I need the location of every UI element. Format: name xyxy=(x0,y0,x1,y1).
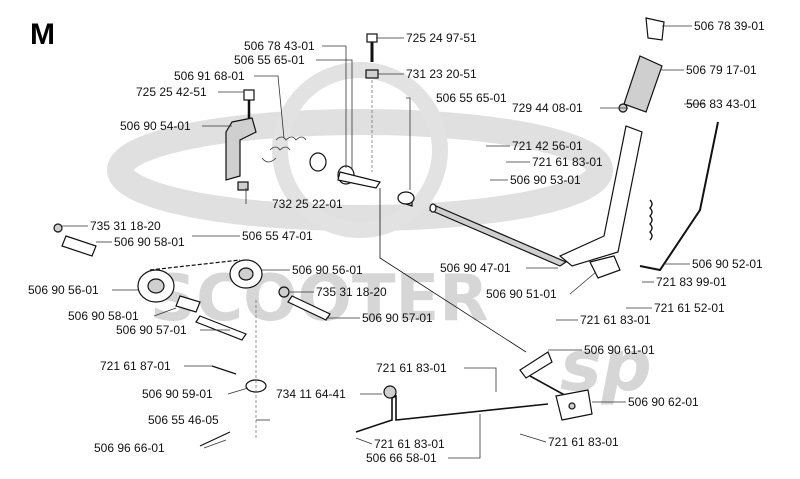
cross-shaft-end xyxy=(429,203,437,213)
part-label-p17: 735 31 18-20 xyxy=(90,219,161,233)
leader-p34 xyxy=(227,387,249,395)
leader-p35 xyxy=(464,367,497,392)
part-label-p15: 721 61 83-01 xyxy=(532,155,603,169)
part-label-p08: 506 55 65-01 xyxy=(436,91,507,105)
part-label-p28: 506 90 51-01 xyxy=(486,287,557,301)
part-label-p20: 506 90 56-01 xyxy=(28,283,99,297)
part-label-p29: 721 83 99-01 xyxy=(656,275,727,289)
part-label-p23: 506 90 58-01 xyxy=(68,309,139,323)
part-label-p35: 506 90 59-01 xyxy=(142,387,213,401)
handle-knob xyxy=(645,17,665,41)
part-label-p33: 721 61 87-01 xyxy=(100,359,171,373)
top-bolt-head xyxy=(366,33,378,43)
part-label-p04: 506 55 65-01 xyxy=(234,53,305,67)
lever-arm xyxy=(337,171,381,189)
part-label-p06: 725 25 42-51 xyxy=(136,85,207,99)
washer xyxy=(383,385,397,399)
part-label-p19: 506 55 47-01 xyxy=(242,229,313,243)
part-label-p22: 735 31 18-20 xyxy=(316,285,387,299)
handle-grip xyxy=(623,55,663,113)
part-labels: 725 24 97-51 731 23 20-51 506 78 43-01 5… xyxy=(28,19,765,465)
part-label-p31: 721 61 83-01 xyxy=(580,313,651,327)
pin-long xyxy=(195,315,247,341)
part-label-p38: 506 90 62-01 xyxy=(628,395,699,409)
section-letter: M xyxy=(30,18,55,51)
part-label-p07: 506 90 54-01 xyxy=(120,119,191,133)
torsion-spring xyxy=(269,136,307,151)
drive-line xyxy=(379,188,527,353)
part-label-p37: 506 55 46-05 xyxy=(148,413,219,427)
part-label-p14: 721 42 56-01 xyxy=(512,139,583,153)
part-label-p13: 506 83 43-01 xyxy=(686,97,757,111)
part-label-p42: 506 66 58-01 xyxy=(366,451,437,465)
watermark: SCOOTER sp xyxy=(107,62,652,407)
leader-p41 xyxy=(519,433,547,443)
nut-right xyxy=(278,286,290,298)
pulley-left-hub xyxy=(147,278,165,294)
part-label-p03: 506 78 43-01 xyxy=(244,39,315,53)
spring-hook xyxy=(261,157,277,163)
clip-pin xyxy=(199,431,231,447)
leader-p23 xyxy=(153,307,177,317)
leader-p40 xyxy=(355,437,373,445)
leader-p28 xyxy=(569,271,597,295)
leader-lines xyxy=(62,25,704,459)
watermark-wing xyxy=(107,109,613,231)
part-label-p09: 732 25 22-01 xyxy=(272,197,343,211)
leader-p39 xyxy=(203,439,227,449)
leader-p04 xyxy=(316,59,353,170)
cotter-pin xyxy=(211,365,237,375)
main-lever xyxy=(558,125,643,267)
part-label-p16: 506 90 53-01 xyxy=(510,173,581,187)
pedal-hole xyxy=(568,402,576,410)
belt xyxy=(149,259,241,271)
bushing-left xyxy=(309,152,327,172)
part-label-p36: 734 11 64-41 xyxy=(276,387,346,401)
part-label-p10: 506 78 39-01 xyxy=(694,19,765,33)
nut-left xyxy=(53,223,63,233)
part-label-p24: 506 90 57-01 xyxy=(116,323,187,337)
bracket-nut xyxy=(237,181,249,191)
part-label-p12: 729 44 08-01 xyxy=(512,101,583,115)
bracket xyxy=(225,117,257,181)
part-label-p18: 506 90 58-01 xyxy=(114,235,185,249)
part-label-p39: 506 96 66-01 xyxy=(94,441,165,455)
link-arm xyxy=(519,351,553,379)
part-label-p25: 506 90 57-01 xyxy=(362,311,433,325)
part-label-p30: 721 61 52-01 xyxy=(654,301,725,315)
leader-p08 xyxy=(406,97,411,190)
long-rod xyxy=(639,121,719,272)
pin-right xyxy=(287,295,331,321)
bracket-bolt-head xyxy=(243,89,255,101)
linkage-rod xyxy=(355,394,549,433)
roller-left xyxy=(61,235,97,257)
leader-p42 xyxy=(448,414,481,459)
part-label-p27: 506 90 52-01 xyxy=(692,257,763,271)
part-label-p32: 506 90 61-01 xyxy=(584,343,655,357)
part-label-p40: 721 61 83-01 xyxy=(374,437,445,451)
part-label-p34: 721 61 83-01 xyxy=(376,361,447,375)
part-label-p05: 506 91 68-01 xyxy=(174,69,245,83)
leader-p03 xyxy=(322,45,347,168)
part-label-p21: 506 90 56-01 xyxy=(292,263,363,277)
extension-spring xyxy=(649,199,653,241)
top-nut xyxy=(365,69,379,79)
part-label-p11: 506 79 17-01 xyxy=(686,63,757,77)
part-label-p41: 721 61 83-01 xyxy=(548,435,619,449)
pulley-right-hub xyxy=(238,267,254,281)
part-label-p02: 731 23 20-51 xyxy=(406,67,477,81)
part-label-p01: 725 24 97-51 xyxy=(406,31,477,45)
leader-p05 xyxy=(254,75,285,139)
shaft-bushing-face xyxy=(397,191,415,205)
part-label-p26: 506 90 47-01 xyxy=(440,261,511,275)
roller-mid xyxy=(175,295,201,313)
